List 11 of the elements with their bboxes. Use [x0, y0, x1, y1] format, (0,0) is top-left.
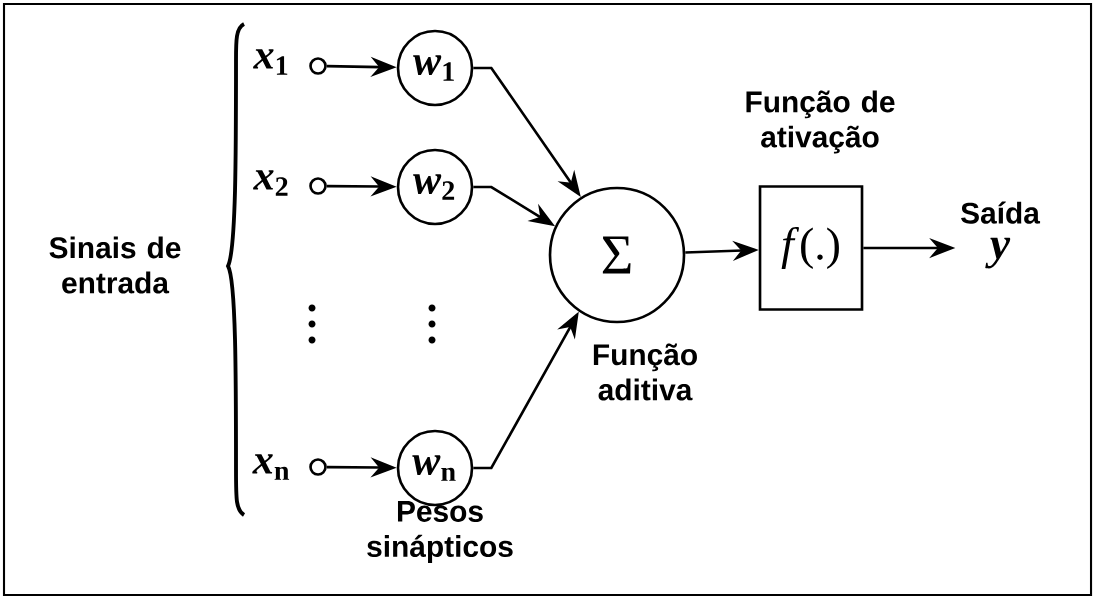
function-box: f(.)	[758, 185, 864, 311]
node-caption: Função aditiva	[593, 343, 697, 401]
caption: Sinais de entrada	[49, 236, 181, 294]
input-label: x$_{1}$	[253, 49, 288, 75]
terminal-circle	[309, 57, 327, 75]
output-label: Saída y	[961, 201, 1041, 269]
input-label: x$_{2}$	[253, 170, 288, 196]
terminal-circle	[309, 177, 327, 195]
terminal-circle	[309, 458, 327, 476]
input-label: x$_{n}$	[252, 454, 290, 480]
node-caption: Função de ativação	[746, 90, 895, 154]
